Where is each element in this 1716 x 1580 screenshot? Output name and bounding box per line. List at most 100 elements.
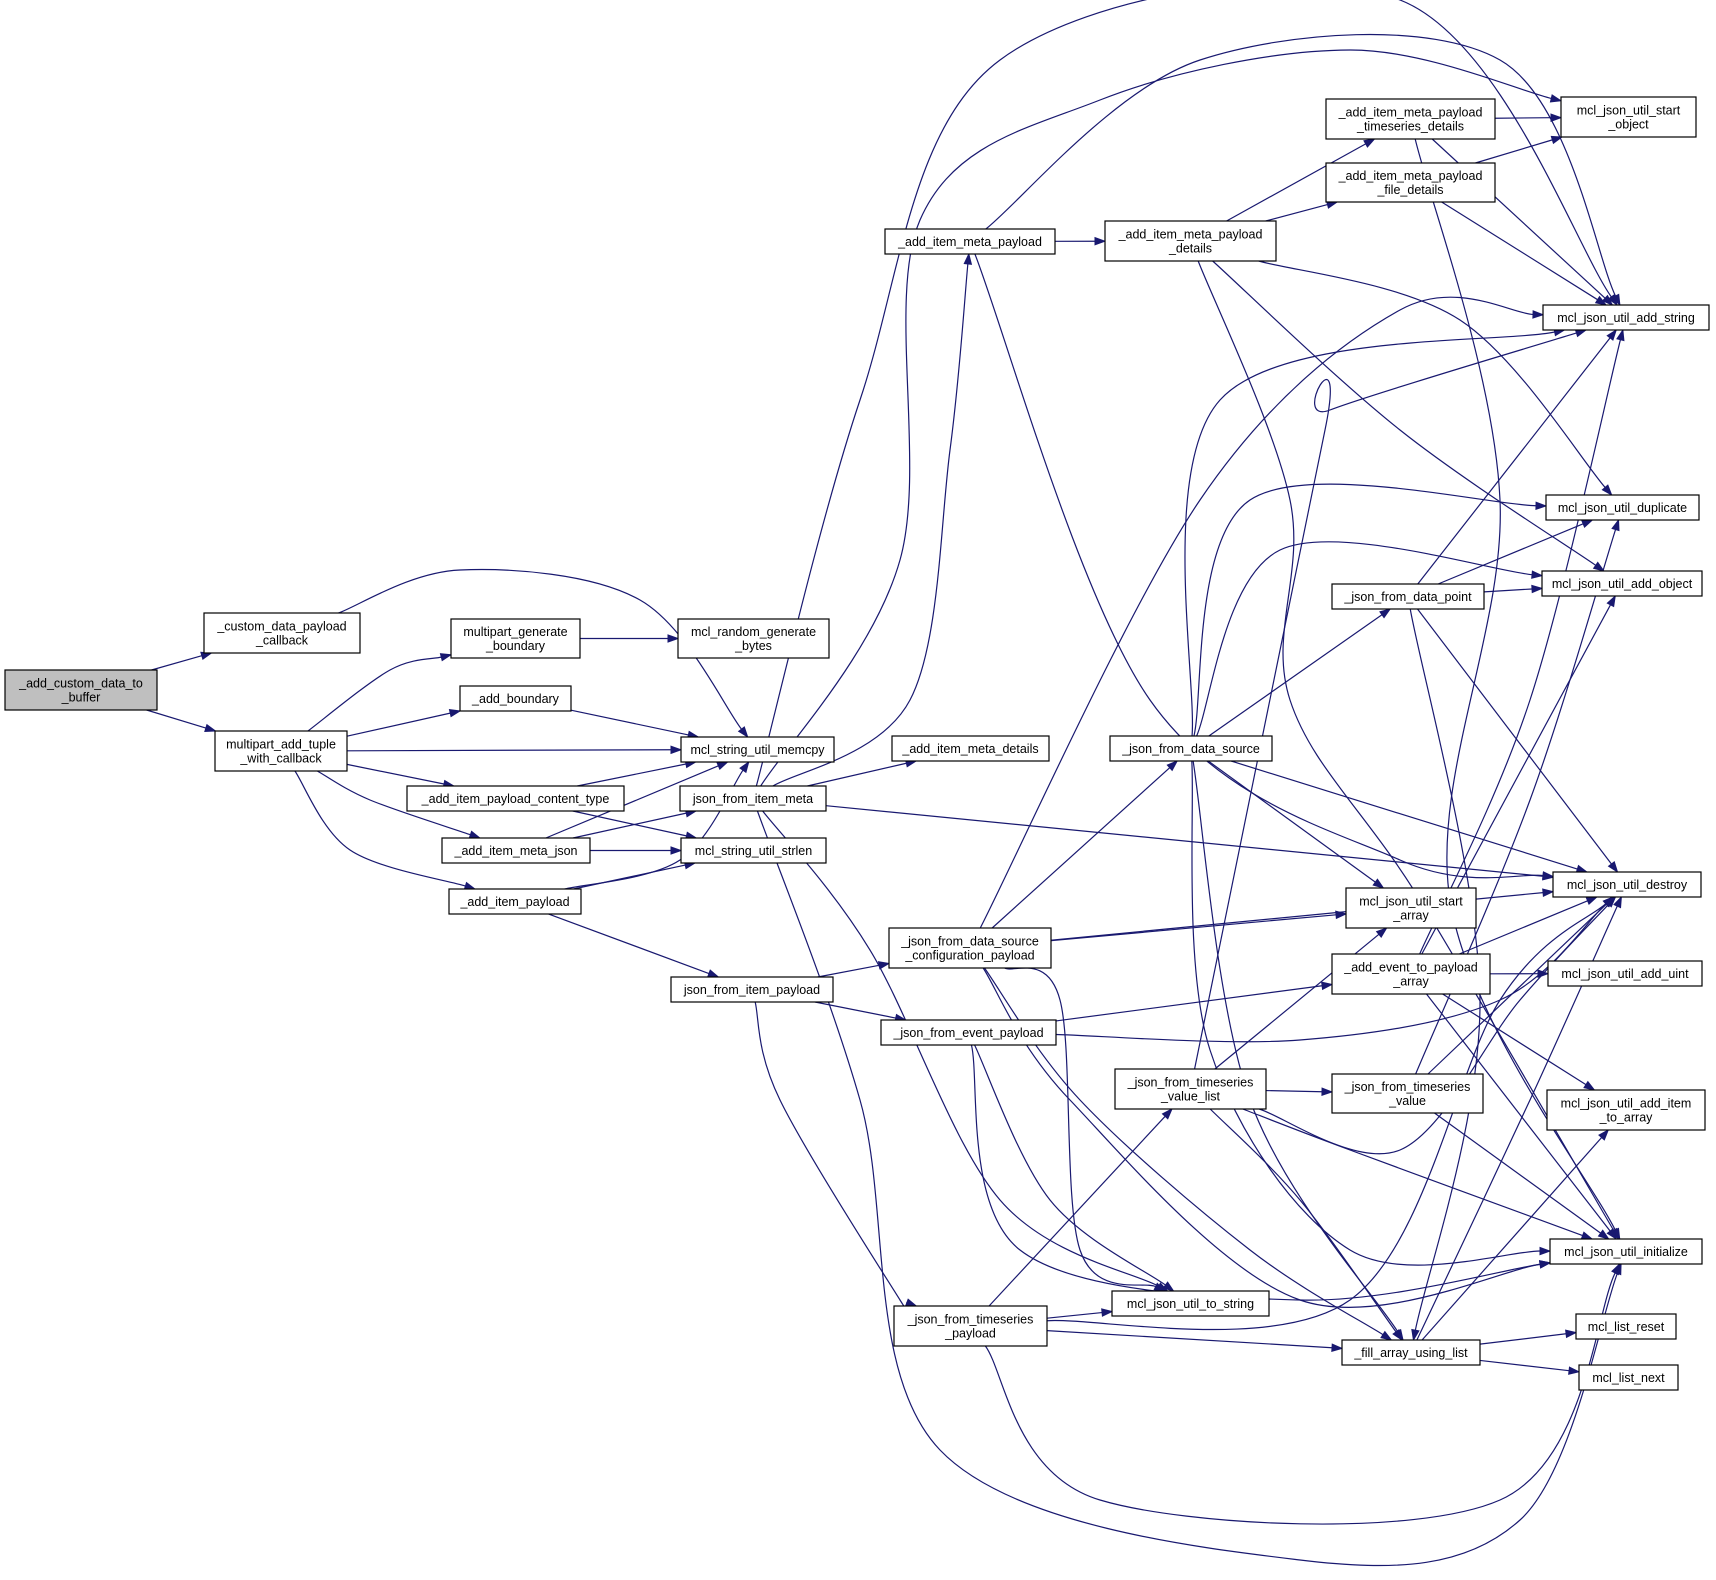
edge-faul-to-jaita — [1421, 1128, 1610, 1341]
node-jao[interactable]: mcl_json_util_add_object — [1541, 570, 1703, 597]
node-slen[interactable]: mcl_string_util_strlen — [680, 837, 827, 864]
node-label: _add_boundary — [471, 692, 560, 706]
edge-jfds-to-jsa — [1207, 760, 1385, 889]
arrowhead-icon — [716, 761, 729, 771]
node-label: mcl_list_reset — [1588, 1320, 1665, 1334]
edge-line — [1055, 985, 1323, 1022]
node-aetpa[interactable]: _add_event_to_payload_array — [1331, 953, 1491, 995]
node-aimp[interactable]: _add_item_meta_payload — [884, 228, 1056, 255]
node-jfip[interactable]: json_from_item_payload — [670, 976, 834, 1003]
edge-jfds-to-jao — [1196, 541, 1544, 737]
edge-line — [151, 655, 203, 671]
node-jas[interactable]: mcl_json_util_add_string — [1542, 304, 1710, 331]
node-jtos[interactable]: mcl_json_util_to_string — [1111, 1290, 1270, 1317]
node-aimj[interactable]: _add_item_meta_json — [441, 837, 591, 864]
node-box — [448, 888, 582, 915]
node-jdes[interactable]: mcl_json_util_destroy — [1552, 871, 1702, 898]
edge-line — [1421, 1137, 1603, 1341]
node-label: _add_item_meta_json — [454, 844, 578, 858]
node-mgb[interactable]: multipart_generate_boundary — [450, 618, 581, 659]
arrowhead-icon — [1565, 1329, 1578, 1339]
node-lreset[interactable]: mcl_list_reset — [1575, 1313, 1677, 1340]
node-aipct[interactable]: _add_item_payload_content_type — [406, 785, 625, 812]
edge-line — [1417, 337, 1611, 585]
edge-line — [1417, 608, 1612, 865]
edge-jfip-to-jftp — [754, 1001, 918, 1317]
edge-mat-to-aipct — [346, 763, 456, 789]
node-aimptd[interactable]: _add_item_meta_payload_timeseries_detail… — [1325, 98, 1496, 140]
edge-jftp-to-jtos — [1046, 1308, 1114, 1319]
node-label: _value_list — [1160, 1090, 1221, 1104]
arrowhead-icon — [1379, 608, 1392, 619]
node-jfds[interactable]: _json_from_data_source — [1109, 735, 1273, 762]
node-label: _custom_data_payload — [216, 620, 346, 634]
edge-aimptd-to-jso — [1494, 113, 1563, 123]
node-smem[interactable]: mcl_string_util_memcpy — [680, 736, 835, 763]
node-jfep[interactable]: _json_from_event_payload — [880, 1019, 1057, 1046]
node-jsa[interactable]: mcl_json_util_start_array — [1345, 887, 1477, 929]
edge-line — [1197, 260, 1615, 1231]
arrowhead-icon — [1616, 328, 1625, 342]
edge-aip-to-slen — [573, 860, 697, 890]
node-aip[interactable]: _add_item_payload — [448, 888, 582, 915]
node-jfim[interactable]: json_from_item_meta — [679, 785, 827, 812]
node-jau[interactable]: mcl_json_util_add_uint — [1547, 960, 1703, 987]
edge-jfim-to-aimd — [807, 759, 918, 787]
node-jini[interactable]: mcl_json_util_initialize — [1549, 1238, 1703, 1265]
node-label: json_from_item_meta — [692, 792, 813, 806]
edge-line — [1409, 608, 1481, 1331]
node-label: mcl_string_util_strlen — [695, 844, 812, 858]
edge-aetpa-to-jaita — [1442, 993, 1596, 1091]
edge-aip-to-jfip — [548, 913, 720, 978]
edge-jfds-to-jini — [1191, 760, 1552, 1266]
edge-line — [1415, 529, 1617, 1075]
node-label: mcl_json_util_to_string — [1127, 1297, 1254, 1311]
edge-line — [1046, 903, 1607, 1331]
node-label: _callback — [255, 634, 309, 648]
node-root[interactable]: _add_custom_data_to_buffer — [4, 669, 158, 711]
edge-aimp-to-jas — [985, 33, 1621, 307]
node-jftvl[interactable]: _json_from_timeseries_value_list — [1114, 1068, 1267, 1110]
edge-jftvl-to-faul — [1209, 1108, 1403, 1342]
edge-jfip-to-jfdscp — [817, 961, 891, 978]
edge-line — [545, 765, 719, 839]
edge-jfdp-to-faul — [1409, 608, 1481, 1342]
node-jso[interactable]: mcl_json_util_start_object — [1560, 96, 1697, 138]
node-jftv[interactable]: _json_from_timeseries_value — [1331, 1073, 1484, 1114]
node-mat[interactable]: multipart_add_tuple_with_callback — [214, 730, 348, 772]
edge-aimp-to-aimpd — [1054, 236, 1107, 246]
edge-line — [1483, 588, 1533, 593]
node-jaita[interactable]: mcl_json_util_add_item_to_array — [1546, 1089, 1706, 1131]
node-label: mcl_json_util_add_item — [1561, 1097, 1692, 1111]
edge-jfdp-to-jdup — [1437, 519, 1594, 585]
edge-aip-to-smem — [564, 760, 750, 890]
edge-mat-to-ab — [346, 709, 462, 737]
node-aimd[interactable]: _add_item_meta_details — [891, 735, 1050, 762]
node-jfdp[interactable]: _json_from_data_point — [1331, 583, 1485, 610]
edge-line — [1434, 1112, 1601, 1234]
node-aimpfd[interactable]: _add_item_meta_payload_file_details — [1325, 162, 1496, 203]
node-lnext[interactable]: mcl_list_next — [1578, 1364, 1679, 1391]
node-jdup[interactable]: mcl_json_util_duplicate — [1545, 494, 1700, 521]
edge-line — [307, 656, 442, 732]
node-jftp[interactable]: _json_from_timeseries_payload — [893, 1305, 1048, 1347]
edge-faul-to-jdes — [1416, 895, 1622, 1341]
node-box — [1345, 887, 1477, 929]
node-label: _add_item_meta_payload — [1338, 169, 1483, 183]
node-ab[interactable]: _add_boundary — [459, 685, 572, 712]
node-jfdscp[interactable]: _json_from_data_source_configuration_pay… — [888, 927, 1052, 969]
node-aimpd[interactable]: _add_item_meta_payload_details — [1104, 220, 1277, 262]
node-label: _add_item_payload — [459, 895, 569, 909]
node-cdp[interactable]: _custom_data_payload_callback — [203, 612, 361, 654]
edge-jftv-to-jini — [1434, 1112, 1610, 1240]
node-faul[interactable]: _fill_array_using_list — [1341, 1339, 1481, 1366]
node-box — [1111, 1290, 1270, 1317]
edge-line — [1242, 1108, 1583, 1237]
edge-line — [146, 709, 207, 729]
edge-line — [762, 810, 1159, 1287]
edge-line — [1419, 339, 1622, 955]
node-mrg[interactable]: mcl_random_generate_bytes — [677, 618, 830, 659]
edge-jftp-to-jini — [984, 1262, 1621, 1525]
edge-line — [1494, 117, 1552, 119]
